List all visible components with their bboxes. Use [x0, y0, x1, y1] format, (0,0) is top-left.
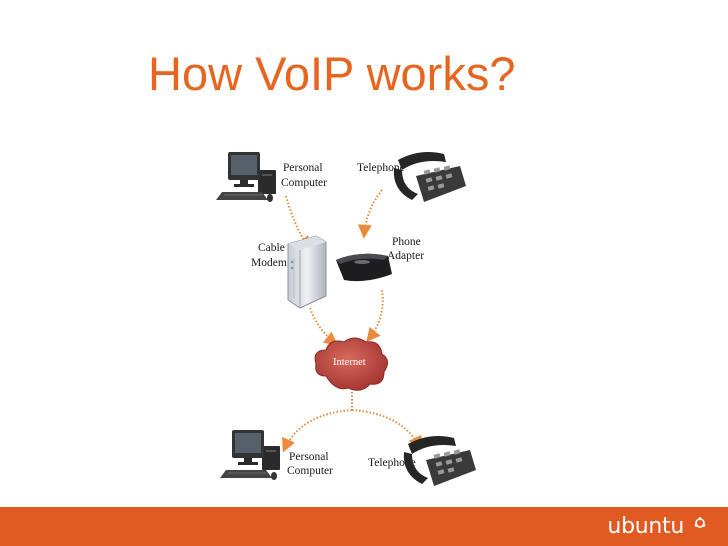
internet-cloud-icon	[314, 337, 388, 391]
modem-label-line1: Cable	[258, 242, 285, 254]
telephone-icon	[393, 152, 466, 202]
phone-adapter-icon	[336, 253, 392, 282]
bottom-pc-label-line2: Computer	[287, 465, 333, 477]
footer-bar: ubuntu	[0, 507, 728, 546]
internet-label: Internet	[333, 357, 366, 368]
bottom-pc-label-line1: Personal	[289, 451, 329, 463]
personal-computer-icon	[216, 152, 276, 202]
circle-of-friends-icon	[694, 517, 706, 528]
arrow-internet-to-pc	[282, 409, 353, 453]
top-pc-label-line2: Computer	[281, 177, 327, 189]
arrow-internet-to-phone	[351, 409, 422, 451]
adapter-label-line2: Adapter	[387, 250, 424, 262]
modem-label-line2: Modem	[251, 257, 287, 269]
top-pc-label-line1: Personal	[283, 162, 323, 174]
arrow-modem-to-internet	[309, 307, 339, 346]
adapter-label-line1: Phone	[392, 236, 421, 248]
telephone-icon	[403, 436, 476, 486]
top-phone-label: Telephone	[357, 162, 405, 174]
arrow-phone-to-adapter	[357, 189, 383, 239]
personal-computer-icon	[220, 430, 280, 480]
slide-title: How VoIP works?	[148, 47, 516, 100]
ubuntu-logo: ubuntu	[607, 514, 684, 539]
bottom-phone-label: Telephone	[368, 457, 416, 469]
arrow-adapter-to-internet	[366, 289, 384, 343]
cable-modem-icon	[287, 235, 327, 309]
